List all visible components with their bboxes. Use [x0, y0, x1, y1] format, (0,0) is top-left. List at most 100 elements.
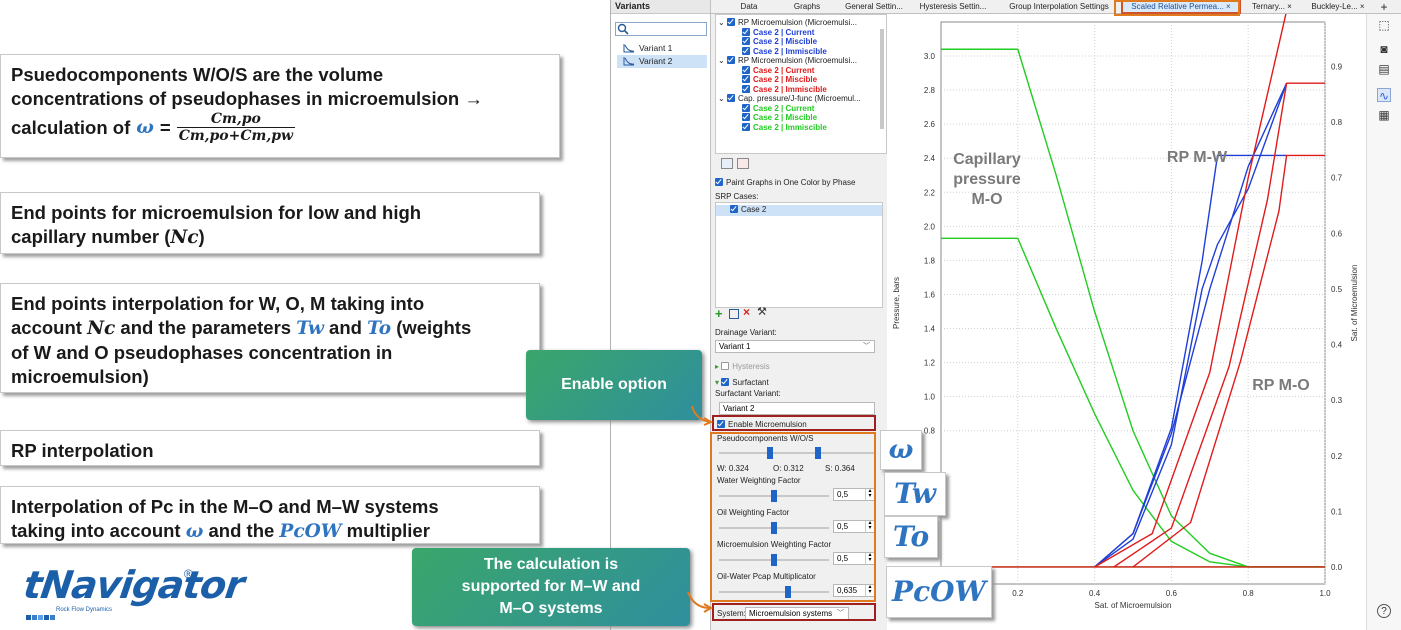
checkbox-icon[interactable]	[742, 65, 750, 74]
app-window: Variants Variant 1 Variant 2 Data Graphs…	[610, 0, 1401, 630]
tree-case-item[interactable]: Case 2 | Immiscible	[742, 46, 827, 56]
to-symbol: To	[367, 318, 392, 339]
print-icon[interactable]: ▤	[1378, 62, 1390, 76]
chevron-down-icon: ﹀	[863, 343, 870, 350]
tree-group-item[interactable]: ⌄ RP Microemulsion (Microemulsi...	[718, 18, 857, 27]
checkbox-icon[interactable]	[742, 75, 750, 83]
tree-item-label: Case 2 | Current	[753, 103, 815, 113]
checkbox-icon[interactable]	[742, 122, 750, 131]
checkbox-icon[interactable]	[742, 103, 750, 112]
variant-item-2-label: Variant 2	[639, 56, 673, 66]
add-icon[interactable]: +	[715, 306, 723, 321]
checkbox-icon[interactable]	[726, 56, 735, 64]
y2-tick-label: 0.7	[1331, 174, 1343, 183]
water-weighting-spinbox[interactable]: 0,5▴▾	[833, 488, 875, 501]
y-tick-label: 1.2	[924, 359, 936, 368]
tree-case-item[interactable]: Case 2 | Miscible	[742, 75, 817, 84]
tree-tool-2-icon[interactable]	[737, 158, 749, 169]
checkbox-icon[interactable]	[742, 84, 750, 93]
water-weighting-handle[interactable]	[771, 490, 777, 502]
y2-tick-label: 0.5	[1331, 285, 1343, 294]
edit-icon[interactable]	[729, 309, 739, 319]
checkbox-icon[interactable]	[742, 27, 750, 36]
chevron-down-icon[interactable]: ⌄	[718, 18, 727, 27]
calc-support-arrow	[687, 591, 714, 613]
variant-item-2[interactable]: Variant 2	[617, 55, 707, 68]
tab-data[interactable]: Data	[740, 2, 758, 11]
hysteresis-checkbox[interactable]: ▸ Hysteresis	[715, 362, 770, 371]
system-select[interactable]: Microemulsion systems﹀	[745, 607, 849, 620]
x-tick-label: 0.2	[1012, 589, 1024, 598]
system-select-highlight	[712, 603, 876, 621]
tab-ternary[interactable]: Ternary... ×	[1252, 2, 1292, 11]
checkbox-icon	[730, 205, 738, 213]
drainage-variant-select[interactable]: Variant 1﹀	[715, 340, 875, 353]
surfactant-variant-select[interactable]: Variant 2	[719, 402, 875, 415]
tree-tool-1-icon[interactable]	[721, 158, 733, 169]
y-tick-label: 2.6	[924, 120, 936, 129]
pcap-multiplicator-handle[interactable]	[785, 586, 791, 598]
water-weighting-label: Water Weighting Factor	[717, 476, 801, 485]
tree-case-item[interactable]: Case 2 | Immiscible	[742, 84, 827, 94]
wrench-icon[interactable]: ⚒	[757, 306, 767, 318]
tree-case-item[interactable]: Case 2 | Current	[742, 65, 814, 75]
pseudo-w-value: W: 0.324	[717, 464, 749, 473]
spin-arrows-icon[interactable]: ▴▾	[865, 520, 874, 532]
spin-arrows-icon[interactable]: ▴▾	[865, 488, 874, 500]
box2-line1: End points for microemulsion for low and…	[11, 202, 422, 223]
add-tab-button[interactable]: +	[1380, 0, 1388, 14]
enable-option-callout: Enable option	[526, 350, 702, 420]
help-icon[interactable]: ?	[1377, 604, 1391, 618]
curve-chart-icon[interactable]: ∿	[1377, 88, 1391, 103]
tab-graphs[interactable]: Graphs	[793, 2, 821, 11]
y2-tick-label: 0.4	[1331, 341, 1343, 350]
checkbox-icon[interactable]	[742, 46, 750, 55]
info-box-interpolation: End points interpolation for W, O, M tak…	[0, 283, 540, 393]
box1-line3: calculation of ω = Cm,po Cm,po+Cm,pw	[11, 111, 549, 144]
tree-group-item[interactable]: ⌄ Cap. pressure/J-func (Microemul...	[718, 94, 861, 103]
tree-item-label: Case 2 | Immiscible	[753, 46, 827, 56]
variant-item-1[interactable]: Variant 1	[617, 42, 707, 55]
variants-search-input[interactable]	[615, 22, 707, 36]
checkbox-icon[interactable]	[742, 113, 750, 121]
tab-general-settings[interactable]: General Settin...	[845, 2, 903, 11]
tree-case-item[interactable]: Case 2 | Current	[742, 103, 815, 113]
spin-arrows-icon[interactable]: ▴▾	[865, 584, 874, 596]
oil-weighting-handle[interactable]	[771, 522, 777, 534]
microemulsion-settings-highlight	[710, 432, 876, 602]
tree-scrollbar[interactable]	[880, 29, 884, 129]
tab-buckley-leverett[interactable]: Buckley-Le... ×	[1311, 2, 1365, 11]
camera-icon[interactable]: ◙	[1380, 42, 1388, 56]
checkbox-icon[interactable]	[726, 18, 735, 26]
delete-icon[interactable]: ×	[743, 305, 751, 319]
pseudocomponents-slider-handle-2[interactable]	[815, 447, 821, 459]
y-tick-label: 1.8	[924, 256, 936, 265]
tree-case-item[interactable]: Case 2 | Miscible	[742, 37, 817, 46]
surfactant-checkbox[interactable]: ▾ Surfactant	[715, 378, 769, 387]
tree-case-item[interactable]: Case 2 | Miscible	[742, 113, 817, 122]
chevron-down-icon[interactable]: ⌄	[718, 94, 727, 103]
tree-case-item[interactable]: Case 2 | Current	[742, 27, 814, 37]
micro-weighting-spinbox[interactable]: 0,5▴▾	[833, 552, 875, 565]
table-icon[interactable]: ▦	[1378, 108, 1390, 122]
annotation-cap-line3: M-O	[971, 191, 1003, 208]
chevron-down-icon: ﹀	[837, 610, 844, 617]
srp-case-item[interactable]: Case 2	[716, 205, 882, 216]
enable-microemulsion-checkbox[interactable]: Enable Microemulsion	[717, 420, 807, 429]
tab-hysteresis-settings[interactable]: Hysteresis Settin...	[919, 2, 987, 11]
omega-symbol: ω	[136, 116, 154, 138]
tree-group-item[interactable]: ⌄ RP Microemulsion (Microemulsi...	[718, 56, 857, 65]
micro-weighting-handle[interactable]	[771, 554, 777, 566]
checkbox-icon[interactable]	[742, 37, 750, 45]
checkbox-icon[interactable]	[726, 94, 735, 102]
cube-icon[interactable]: ⬚	[1378, 18, 1390, 32]
pseudocomponents-slider-handle-1[interactable]	[767, 447, 773, 459]
box3-line3: of W and O pseudophases concentration in	[11, 342, 393, 363]
tab-group-interpolation[interactable]: Group Interpolation Settings	[1009, 2, 1109, 11]
tree-case-item[interactable]: Case 2 | Immiscible	[742, 122, 827, 132]
chevron-down-icon[interactable]: ⌄	[718, 56, 727, 65]
paint-graphs-checkbox[interactable]: Paint Graphs in One Color by Phase	[715, 178, 855, 187]
logo-reg: ®	[184, 567, 193, 581]
spin-arrows-icon[interactable]: ▴▾	[865, 552, 874, 564]
